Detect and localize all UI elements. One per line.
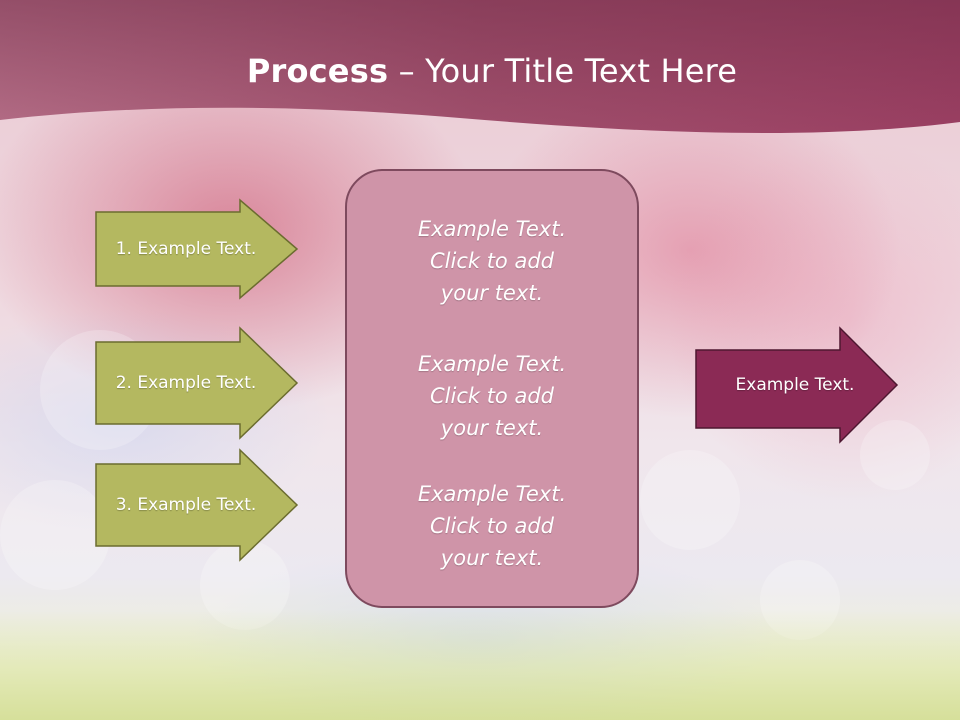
- center-text-line: Example Text.: [417, 482, 567, 506]
- step-arrow-1[interactable]: [94, 198, 300, 300]
- step-label-2: 2. Example Text.: [115, 373, 257, 393]
- step-arrow-3[interactable]: [94, 448, 300, 562]
- center-text-line: Click to add: [429, 249, 554, 273]
- center-process-box[interactable]: [345, 169, 639, 608]
- center-text-block-2[interactable]: Example Text. Click to add your text.: [345, 348, 639, 444]
- center-text-line: Example Text.: [417, 217, 567, 241]
- bokeh-light: [640, 450, 740, 550]
- bokeh-light: [860, 420, 930, 490]
- center-text-line: Click to add: [429, 384, 554, 408]
- title-band: [0, 0, 960, 134]
- step-arrow-2[interactable]: [94, 326, 300, 440]
- center-text-line: your text.: [440, 546, 544, 570]
- output-arrow[interactable]: [694, 326, 900, 444]
- step-label-1: 1. Example Text.: [115, 239, 257, 259]
- title-bold-text: Process: [246, 52, 389, 90]
- center-text-line: Click to add: [429, 514, 554, 538]
- bokeh-light: [0, 480, 110, 590]
- slide-title[interactable]: Process – Your Title Text Here: [0, 52, 960, 90]
- center-text-block-1[interactable]: Example Text. Click to add your text.: [345, 213, 639, 309]
- step-label-3: 3. Example Text.: [115, 495, 257, 515]
- center-text-line: your text.: [440, 281, 544, 305]
- center-text-line: your text.: [440, 416, 544, 440]
- output-arrow-label: Example Text.: [735, 375, 855, 395]
- title-rest-text: – Your Title Text Here: [388, 52, 738, 90]
- center-text-line: Example Text.: [417, 352, 567, 376]
- grass-area: [0, 610, 960, 720]
- center-text-block-3[interactable]: Example Text. Click to add your text.: [345, 478, 639, 574]
